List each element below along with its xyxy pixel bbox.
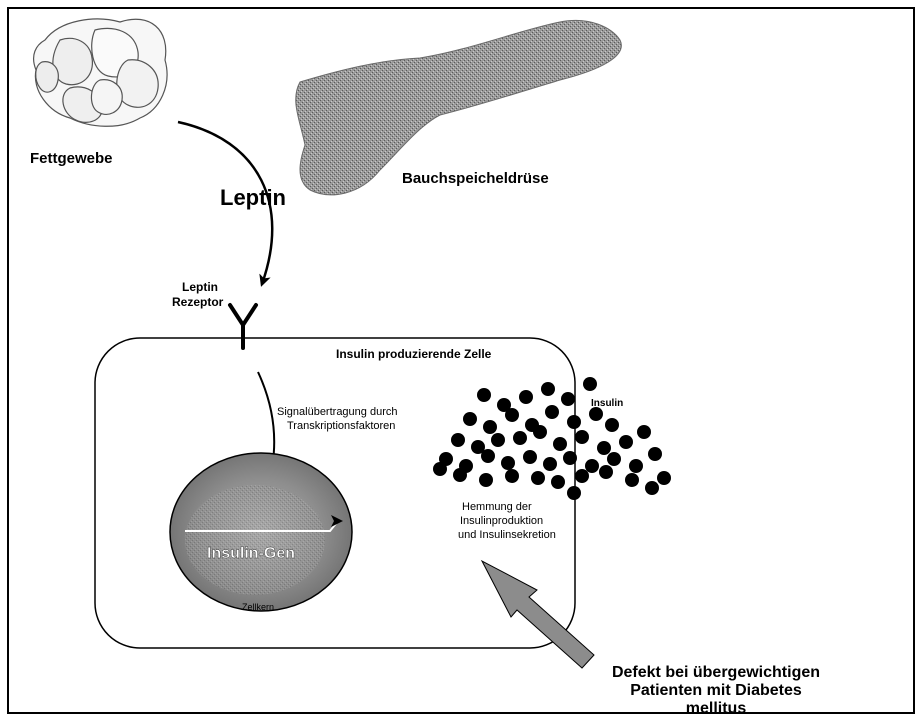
defect-label-line1: Defekt bei übergewichtigen [612,664,820,681]
insulin-granule [533,425,547,439]
insulin-granule [545,405,559,419]
signal-label-line1: Signalübertragung durch [277,406,397,418]
fettgewebe-label: Fettgewebe [30,150,113,167]
hemmung-label-line2: Insulinproduktion [460,515,543,527]
insulin-granule [597,441,611,455]
insulin-granule [648,447,662,461]
insulin-granule [553,437,567,451]
insulin-granule [543,457,557,471]
insulin-granule [645,481,659,495]
insulin-granule [433,462,447,476]
insulin-granule [505,408,519,422]
insulin-granule [657,471,671,485]
insulin-granule [453,468,467,482]
insulin-cell-label: Insulin produzierende Zelle [336,347,492,361]
insulin-granule [619,435,633,449]
insulin-granule [563,451,577,465]
insulin-granule [491,433,505,447]
insulin-granule [567,486,581,500]
hemmung-label-line3: und Insulinsekretion [458,529,556,541]
leptin-receptor-label-line1: Leptin [182,280,218,294]
insulin-granule [523,450,537,464]
insulin-granule [561,392,575,406]
insulin-granule [531,471,545,485]
insulin-granule [477,388,491,402]
insulin-granule [583,377,597,391]
insulin-granule [551,475,565,489]
insulin-granule [599,465,613,479]
insulin-granule [575,430,589,444]
insulin-granule [607,452,621,466]
insulin-granule [481,449,495,463]
insulin-granules [433,377,671,500]
leptin-label: Leptin [220,185,286,210]
insulin-granule [505,469,519,483]
insulin-gene-label: Insulin-Gen [207,545,295,562]
insulin-granule [513,431,527,445]
defect-label-line2: Patienten mit Diabetes [630,682,802,699]
insulin-granule [625,473,639,487]
insulin-granule [605,418,619,432]
defect-label-line3: mellitus [686,700,747,717]
leptin-receptor-icon [230,305,256,348]
defect-arrow [482,561,594,668]
leptin-receptor-label-line2: Rezeptor [172,295,224,309]
insulin-granule [451,433,465,447]
insulin-granule [567,415,581,429]
insulin-granule [463,412,477,426]
insulin-granule [585,459,599,473]
insulin-granule [575,469,589,483]
insulin-granule [637,425,651,439]
insulin-granule [483,420,497,434]
insulin-granule [589,407,603,421]
signal-label-line2: Transkriptionsfaktoren [287,420,395,432]
fat-tissue-illustration [34,19,167,126]
insulin-granule [541,382,555,396]
nucleus-label: Zellkern [242,602,274,612]
insulin-granule [629,459,643,473]
insulin-granule [479,473,493,487]
hemmung-label-line1: Hemmung der [462,501,532,513]
bauchspeicheldruese-label: Bauchspeicheldrüse [402,170,549,187]
nucleus-texture [185,485,325,595]
pancreas-illustration [296,20,622,194]
insulin-granule [519,390,533,404]
insulin-granule [501,456,515,470]
